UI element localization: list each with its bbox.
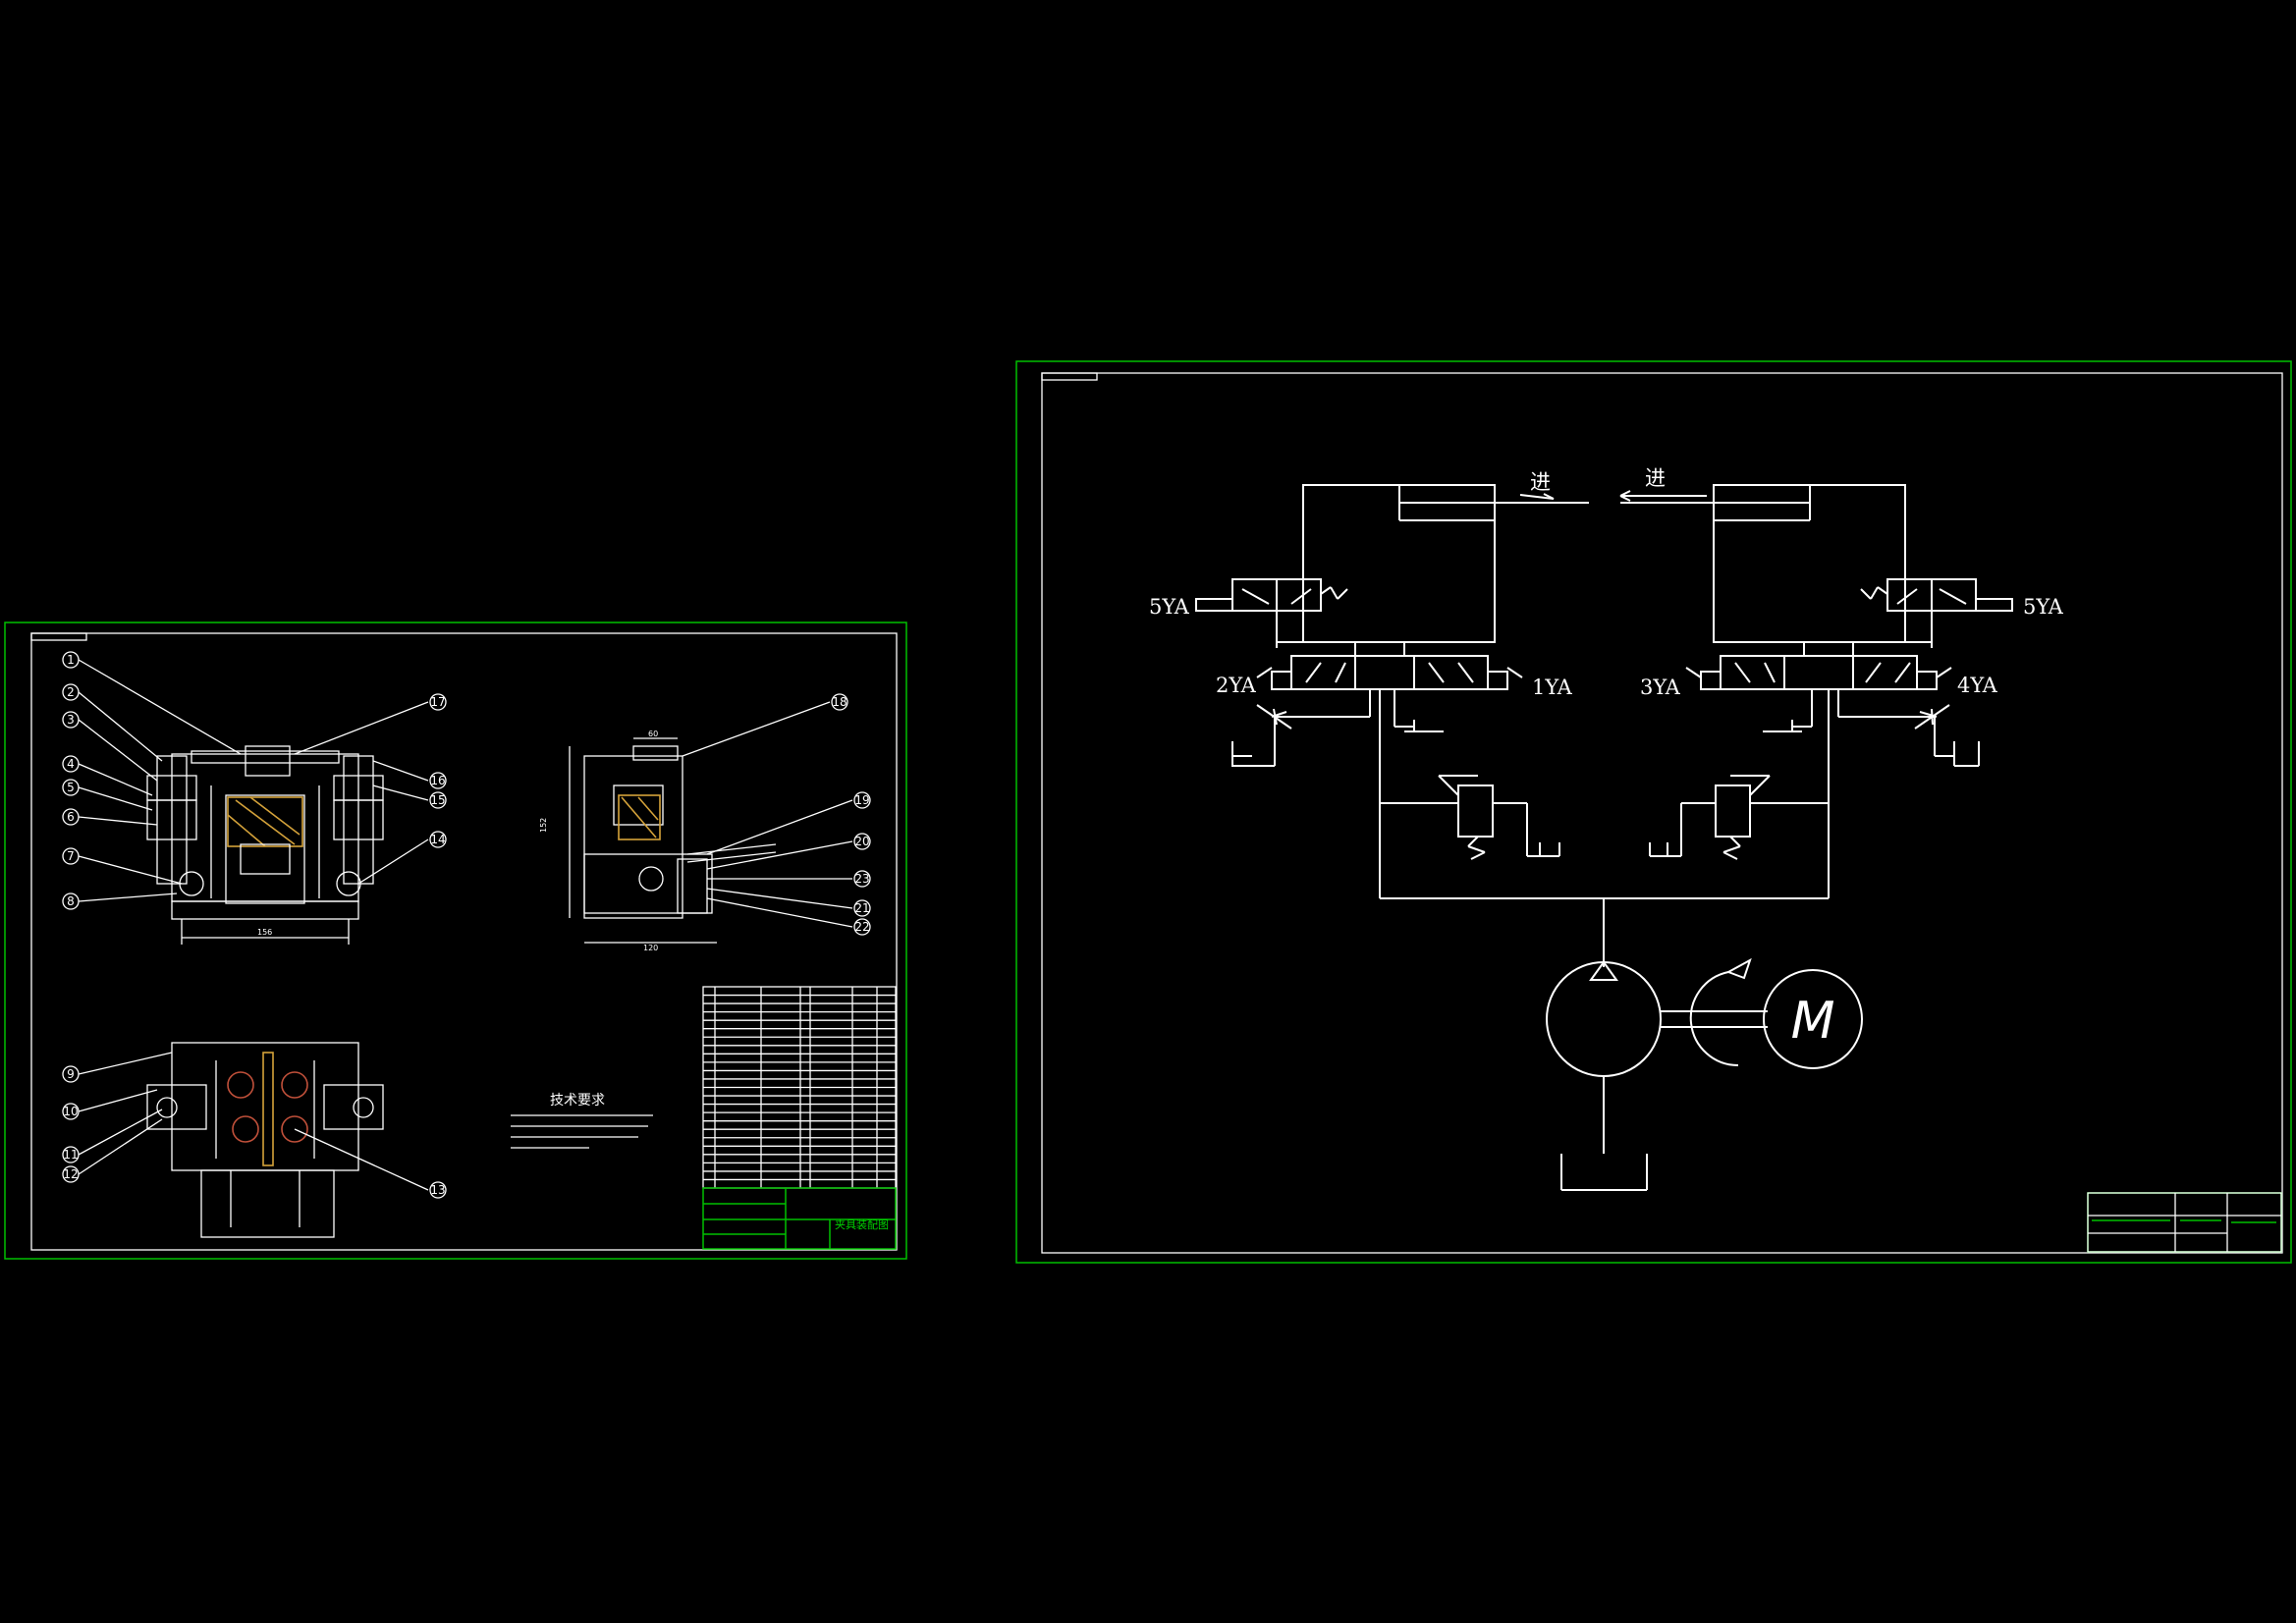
- tech-requirements: 技术要求: [511, 1093, 653, 1149]
- hydraulic-title-block: [2087, 1192, 2282, 1253]
- valve-5ya-right: 5YA: [1860, 578, 2064, 648]
- hydraulic-sheet-inner-border: [1041, 372, 2283, 1254]
- label-2ya: 2YA: [1216, 674, 1257, 697]
- callout-23: 23: [854, 872, 869, 886]
- front-view-leaders: [78, 659, 429, 902]
- callout-9: 9: [67, 1067, 75, 1081]
- callout-18: 18: [832, 695, 847, 709]
- callout-16: 16: [430, 774, 445, 787]
- left-cylinder: 进: [1302, 470, 1589, 643]
- callout-10: 10: [63, 1105, 78, 1118]
- callout-11: 11: [63, 1148, 78, 1162]
- callout-1: 1: [67, 653, 75, 667]
- side-view: 152 120 60: [539, 701, 853, 952]
- callout-12: 12: [63, 1167, 78, 1181]
- front-view: 156: [146, 745, 384, 945]
- valve-3ya-4ya: 3YA 4YA: [1640, 642, 1998, 898]
- label-5ya-left: 5YA: [1149, 595, 1190, 619]
- callout-19: 19: [854, 793, 869, 807]
- label-5ya-right: 5YA: [2023, 595, 2064, 619]
- dim-side-top: 60: [648, 730, 658, 738]
- assembly-drawing-title: 夹具装配图: [835, 1218, 889, 1231]
- label-1ya: 1YA: [1532, 676, 1573, 699]
- callout-4: 4: [67, 757, 75, 771]
- supply-manifold: [1380, 897, 1829, 967]
- assembly-sheet: 156: [4, 622, 907, 1260]
- plan-view: [78, 1042, 429, 1238]
- callout-7: 7: [67, 849, 75, 863]
- valve-5ya-left: 5YA: [1149, 578, 1348, 648]
- right-cylinder: 进: [1619, 466, 1906, 643]
- callout-20: 20: [854, 835, 869, 848]
- dim-top-width: 156: [257, 928, 272, 937]
- callout-22: 22: [854, 920, 869, 934]
- callout-6: 6: [67, 810, 75, 824]
- callout-2: 2: [67, 685, 75, 699]
- callout-14: 14: [430, 833, 445, 846]
- hydraulic-pump: [1546, 957, 1768, 1191]
- label-4ya: 4YA: [1957, 674, 1998, 697]
- callout-21: 21: [854, 901, 869, 915]
- assembly-sheet-inner-border: [30, 632, 898, 1251]
- dim-side-width: 120: [643, 944, 658, 952]
- callout-17: 17: [430, 695, 445, 709]
- hydraulic-sheet: 进 进 5YA: [1015, 360, 2292, 1264]
- assembly-title-block: 夹具装配图: [702, 1187, 897, 1250]
- dim-side-height: 152: [539, 818, 548, 833]
- assembly-corner-tab: [30, 632, 87, 641]
- electric-motor: M: [1763, 969, 1863, 1069]
- callout-13: 13: [430, 1183, 445, 1197]
- hydraulic-sheet-outer-border: [1015, 360, 2292, 1264]
- callout-5: 5: [67, 781, 75, 794]
- callout-3: 3: [67, 713, 75, 727]
- relief-valve-left: [1380, 775, 1560, 860]
- assembly-sheet-outer-border: [4, 622, 907, 1260]
- motor-symbol: M: [1791, 992, 1835, 1051]
- callout-15: 15: [430, 793, 445, 807]
- callout-8: 8: [67, 894, 75, 908]
- advance-label-right: 进: [1645, 466, 1666, 490]
- relief-valve-right: [1649, 775, 1829, 860]
- label-3ya: 3YA: [1640, 676, 1681, 699]
- tech-requirements-title: 技术要求: [550, 1093, 605, 1109]
- advance-label-left: 进: [1530, 470, 1551, 494]
- parts-list: [702, 986, 897, 1189]
- tank-symbols: [1231, 741, 1979, 767]
- valve-2ya-1ya: 2YA 1YA: [1216, 642, 1573, 898]
- callouts: 1 2 3 4 5 6 7 8 9 10 11 12 13 14 15 16 1…: [62, 651, 871, 1199]
- hydraulic-corner-tab: [1041, 372, 1098, 381]
